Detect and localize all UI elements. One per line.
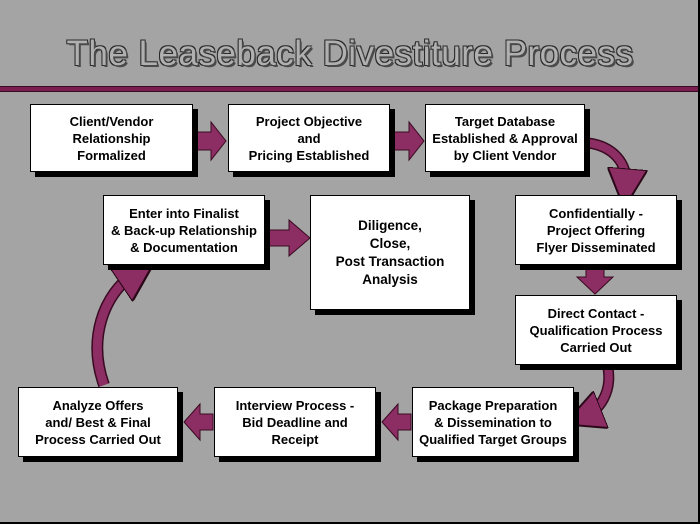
step-diligence-close: Diligence, Close, Post Transaction Analy… — [310, 195, 470, 310]
arrow-step7-to-step8 — [183, 402, 214, 442]
step-direct-contact-qualification: Direct Contact - Qualification Process C… — [515, 295, 677, 365]
arrow-step6-to-step7 — [381, 402, 412, 442]
slide-title: The Leaseback Divestiture Process — [66, 34, 634, 73]
arrow-step4-to-step5 — [575, 267, 615, 295]
arrow-step1-to-step2 — [194, 120, 227, 162]
step-client-vendor-relationship: Client/Vendor Relationship Formalized — [30, 104, 193, 172]
step-confidential-offering-flyer: Confidentially - Project Offering Flyer … — [515, 195, 677, 265]
step-project-objective: Project Objective and Pricing Establishe… — [228, 104, 390, 172]
arrow-step9-to-step10 — [266, 218, 311, 258]
step-interview-process: Interview Process - Bid Deadline and Rec… — [214, 387, 376, 457]
title-divider — [0, 86, 698, 92]
step-enter-finalist-relationship: Enter into Finalist & Back-up Relationsh… — [103, 195, 265, 265]
step-package-preparation: Package Preparation & Dissemination to Q… — [412, 387, 574, 457]
step-target-database: Target Database Established & Approval b… — [425, 104, 585, 172]
arrow-step2-to-step3 — [392, 120, 425, 162]
step-analyze-offers: Analyze Offers and/ Best & Final Process… — [18, 387, 178, 457]
